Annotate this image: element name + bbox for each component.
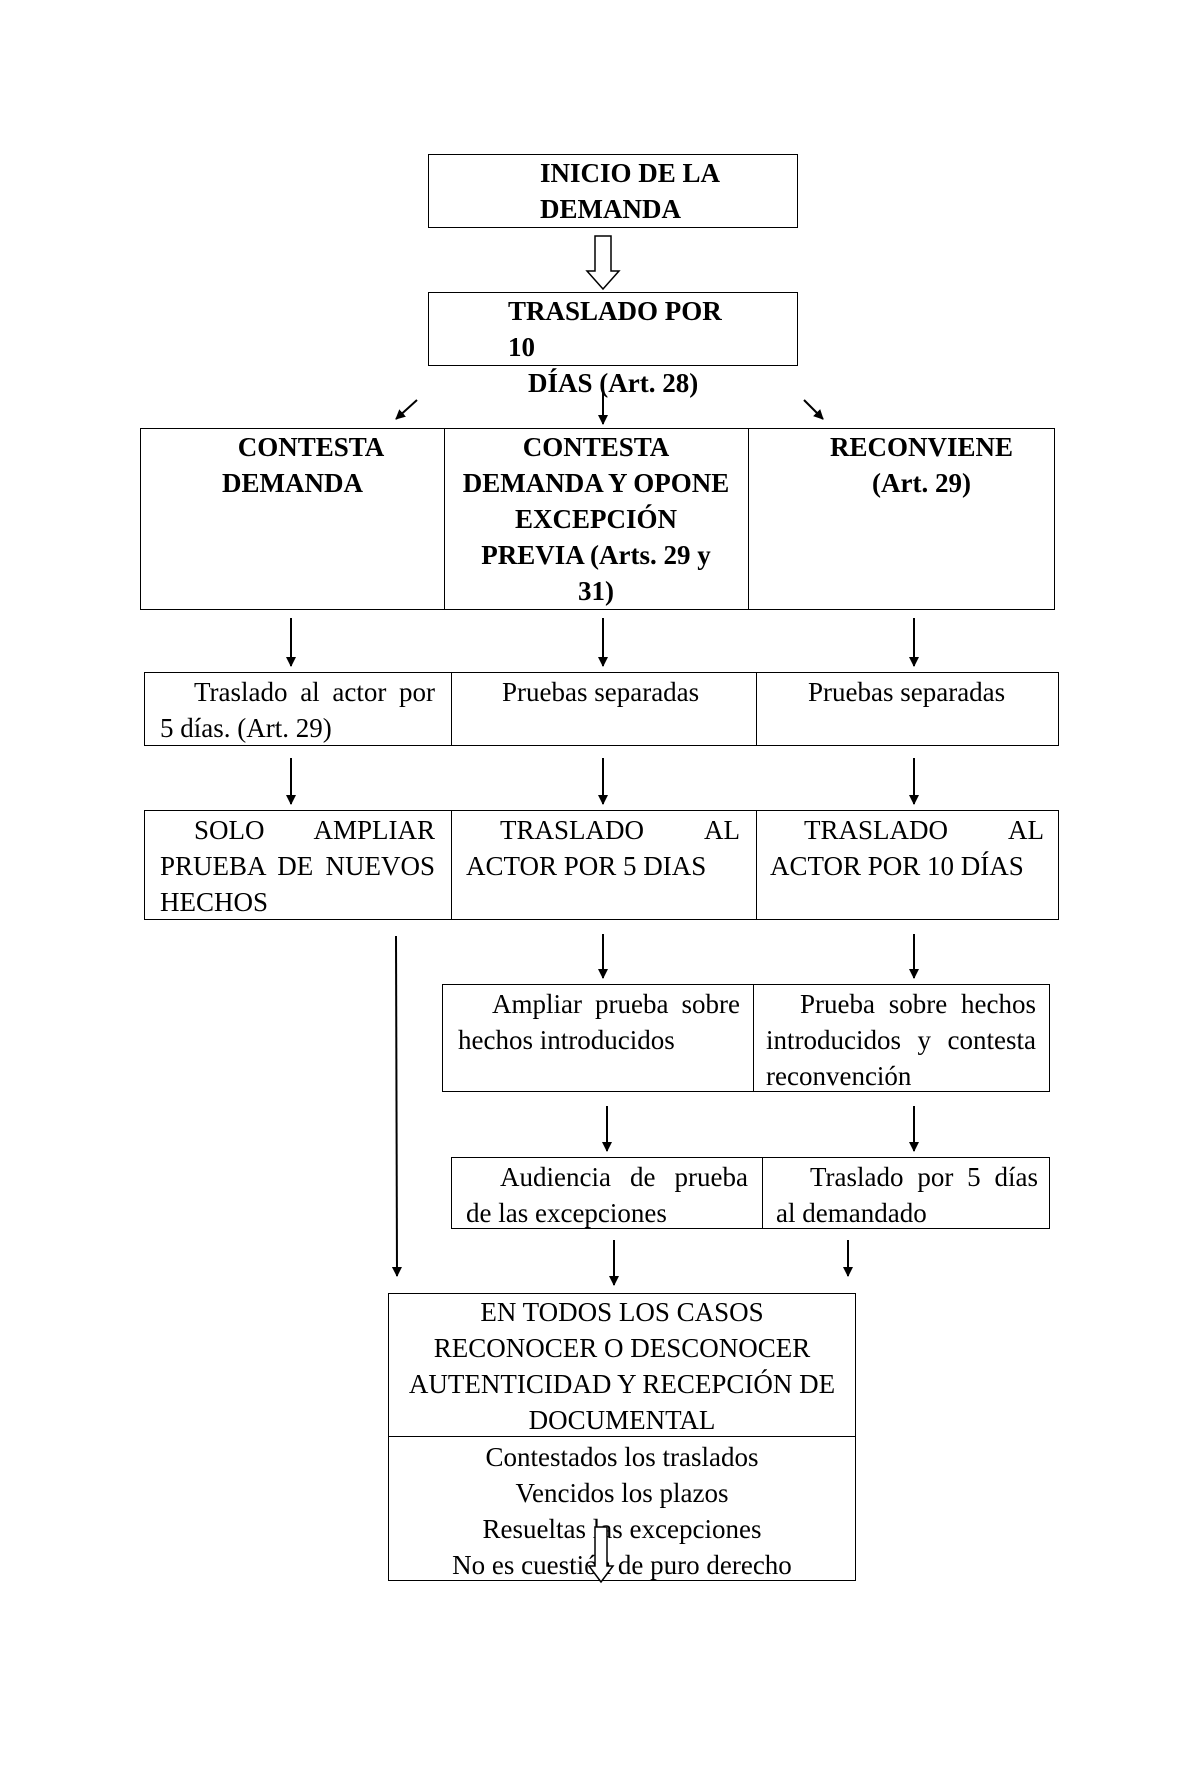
final-line1: EN TODOS LOS CASOS bbox=[480, 1297, 764, 1327]
row3-mid-text: TRASLADO AL ACTOR POR 5 DIAS bbox=[466, 815, 740, 881]
start-label-line1: INICIO DE LA bbox=[540, 158, 721, 188]
branch-mid-line5: 31) bbox=[578, 576, 614, 606]
condition-item: No es cuestión de puro derecho bbox=[452, 1550, 792, 1580]
row3-left-text: SOLO AMPLIAR PRUEBA DE NUEVOS HECHOS bbox=[160, 815, 435, 917]
arrow-to-branch-right bbox=[803, 399, 824, 420]
start-label: INICIO DE LA DEMANDA bbox=[540, 155, 790, 227]
branches-divider-1 bbox=[444, 428, 445, 610]
start-box bbox=[428, 154, 798, 228]
row4-divider bbox=[753, 984, 754, 1092]
branch-mid-label: CONTESTA DEMANDA Y OPONE EXCEPCIÓN PREVI… bbox=[448, 429, 744, 609]
branch-mid-line1: CONTESTA bbox=[522, 432, 670, 462]
block-arrow-start-to-traslado bbox=[585, 235, 621, 291]
arrow-left-to-final bbox=[391, 935, 402, 1277]
conditions-list: Contestados los traslados Vencidos los p… bbox=[392, 1439, 852, 1583]
start-label-line2: DEMANDA bbox=[540, 194, 681, 224]
branch-mid-line2: DEMANDA Y OPONE bbox=[462, 468, 730, 498]
branch-left-label: CONTESTA DEMANDA bbox=[186, 429, 436, 501]
traslado-10-line2: DÍAS (Art. 28) bbox=[528, 368, 699, 398]
condition-item: Resueltas las excepciones bbox=[482, 1514, 762, 1544]
traslado-10-line1: TRASLADO POR 10 bbox=[508, 296, 722, 362]
row4-right-text: Prueba sobre hechos introducidos y conte… bbox=[766, 989, 1036, 1091]
row2-box bbox=[144, 672, 1059, 746]
row2-divider-1 bbox=[451, 672, 452, 746]
condition-item: Vencidos los plazos bbox=[515, 1478, 729, 1508]
traslado-10-label: TRASLADO POR 10 DÍAS (Art. 28) bbox=[500, 293, 730, 401]
branch-left-line1: CONTESTA bbox=[237, 432, 385, 462]
branch-left-line2: DEMANDA bbox=[222, 468, 363, 498]
branches-divider-2 bbox=[748, 428, 749, 610]
row2-divider-2 bbox=[756, 672, 757, 746]
row3-right-text: TRASLADO AL ACTOR POR 10 DÍAS bbox=[770, 815, 1044, 881]
row2-left-text: Traslado al actor por 5 días. (Art. 29) bbox=[160, 677, 435, 743]
branch-mid-line4: PREVIA (Arts. 29 y bbox=[481, 540, 711, 570]
arrow-to-branch-left bbox=[395, 399, 418, 420]
final-line3: AUTENTICIDAD Y RECEPCIÓN DE bbox=[408, 1369, 836, 1399]
branch-mid-line3: EXCEPCIÓN bbox=[514, 504, 677, 534]
final-label: EN TODOS LOS CASOS RECONOCER O DESCONOCE… bbox=[392, 1294, 852, 1438]
row2-right-text: Pruebas separadas bbox=[808, 677, 1006, 707]
branch-right-label: RECONVIENE (Art. 29) bbox=[760, 429, 1080, 501]
final-line4: DOCUMENTAL bbox=[528, 1405, 716, 1435]
condition-item: Contestados los traslados bbox=[485, 1442, 759, 1472]
branch-right-line1: RECONVIENE bbox=[830, 432, 1014, 462]
row5-divider bbox=[762, 1157, 763, 1229]
row4-mid-text: Ampliar prueba sobre hechos introducidos bbox=[458, 989, 740, 1055]
final-box-divider bbox=[388, 1436, 856, 1437]
final-box bbox=[388, 1293, 856, 1581]
final-line2: RECONOCER O DESCONOCER bbox=[433, 1333, 811, 1363]
traslado-10-box bbox=[428, 292, 798, 366]
branch-right-line2: (Art. 29) bbox=[872, 468, 971, 498]
row5-mid-text: Audiencia de prueba de las excepciones bbox=[466, 1162, 748, 1228]
branches-row bbox=[140, 428, 1055, 610]
row4-box bbox=[442, 984, 1050, 1092]
row5-right-text: Traslado por 5 días al demandado bbox=[776, 1162, 1038, 1228]
row5-box bbox=[451, 1157, 1050, 1229]
row3-box bbox=[144, 810, 1059, 920]
row3-divider-1 bbox=[451, 810, 452, 920]
row3-divider-2 bbox=[756, 810, 757, 920]
row2-mid-text: Pruebas separadas bbox=[502, 677, 700, 707]
